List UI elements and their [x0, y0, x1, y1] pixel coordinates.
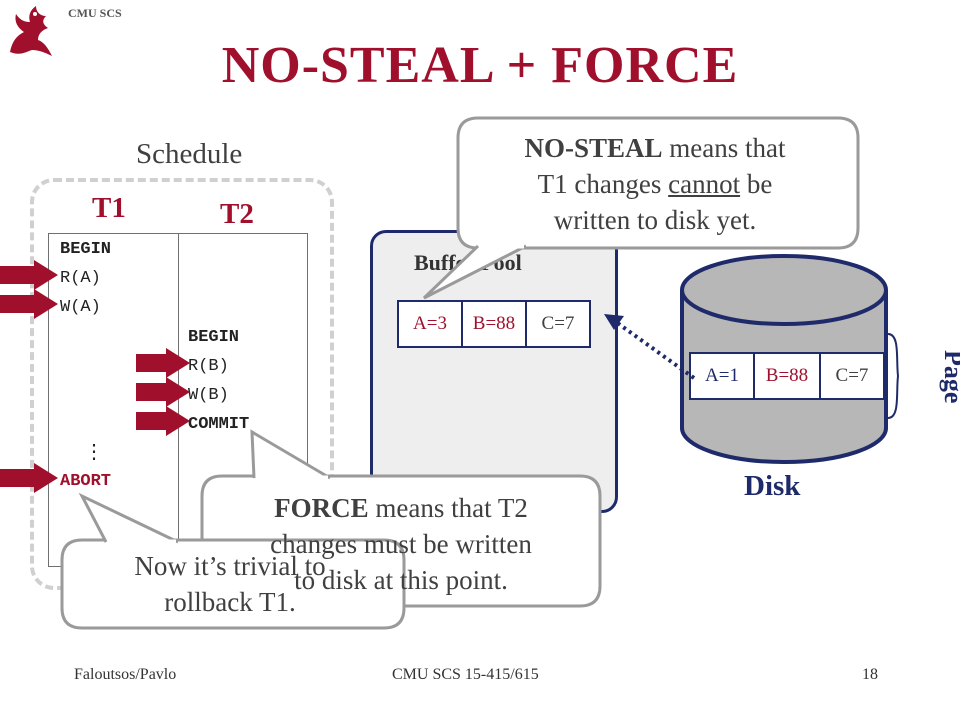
- header-label: CMU SCS: [68, 6, 122, 20]
- t2-op-commit: COMMIT: [188, 415, 250, 434]
- page-brace-icon: [887, 333, 900, 419]
- t2-label: T2: [220, 198, 254, 230]
- no-steal-line1: means that: [662, 133, 786, 163]
- disk-label: Disk: [744, 470, 801, 502]
- t2-op-begin: BEGIN: [188, 328, 240, 347]
- t1-op-abort: ABORT: [60, 472, 112, 491]
- schedule-ellipsis: ⋮: [84, 441, 104, 463]
- schedule-label: Schedule: [136, 138, 243, 170]
- schedule-table-divider: [178, 233, 179, 567]
- buffer-cell-c: C=7: [525, 300, 591, 348]
- no-steal-callout: NO-STEAL means that T1 changes cannot be…: [462, 130, 848, 238]
- disk-cell-a-text: A=1: [705, 365, 739, 386]
- buffer-cell-a: A=3: [397, 300, 463, 348]
- rollback-line2: rollback T1.: [164, 587, 296, 617]
- page-label: Page: [939, 350, 960, 404]
- no-steal-term: NO-STEAL: [524, 133, 663, 163]
- t1-label: T1: [92, 192, 126, 224]
- arrow-pointer-icon: [136, 348, 190, 378]
- buffer-cell-b-text: B=88: [472, 313, 516, 334]
- footer-page-number: 18: [862, 666, 878, 683]
- disk-cell-c-text: C=7: [835, 365, 869, 386]
- arrow-pointer-icon: [0, 463, 58, 493]
- arrow-pointer-icon: [0, 289, 58, 319]
- no-steal-cannot: cannot: [668, 169, 741, 199]
- cmu-griffin-logo-icon: [10, 6, 52, 56]
- arrow-pointer-icon: [136, 377, 190, 407]
- no-steal-line3: written to disk yet.: [553, 205, 757, 235]
- rollback-line1: Now it’s trivial to: [134, 551, 326, 581]
- slide-title: NO-STEAL + FORCE: [221, 37, 739, 94]
- arrow-pointer-icon: [0, 260, 58, 290]
- t2-op-read-b: R(B): [188, 357, 229, 376]
- arrow-pointer-icon: [136, 406, 190, 436]
- buffer-cell-b: B=88: [461, 300, 527, 348]
- t1-op-write-a: W(A): [60, 298, 101, 317]
- buffer-cell-c-text: C=7: [541, 313, 575, 334]
- disk-cell-c: C=7: [819, 352, 885, 400]
- rollback-callout: Now it’s trivial to rollback T1.: [68, 548, 392, 620]
- t1-op-begin: BEGIN: [60, 240, 112, 259]
- buffer-pool-label: Buffer Pool: [414, 250, 522, 275]
- no-steal-line2-pre: T1 changes: [537, 169, 669, 199]
- force-callout: FORCE means that T2 changes must be writ…: [208, 490, 594, 598]
- disk-to-buffer-arrow-icon: [604, 314, 696, 380]
- disk-cell-b-text: B=88: [765, 365, 809, 386]
- disk-cell-a: A=1: [689, 352, 755, 400]
- buffer-cell-a-text: A=3: [413, 313, 447, 334]
- t2-op-write-b: W(B): [188, 386, 229, 405]
- no-steal-line2-post: be: [740, 169, 773, 199]
- t1-op-read-a: R(A): [60, 269, 101, 288]
- force-line2: changes must be written: [270, 529, 532, 559]
- disk-cell-b: B=88: [753, 352, 821, 400]
- force-line1: means that T2: [368, 493, 528, 523]
- footer-course: CMU SCS 15-415/615: [392, 666, 539, 683]
- force-term: FORCE: [274, 493, 369, 523]
- footer-authors: Faloutsos/Pavlo: [74, 666, 177, 683]
- force-line3: to disk at this point.: [294, 565, 508, 595]
